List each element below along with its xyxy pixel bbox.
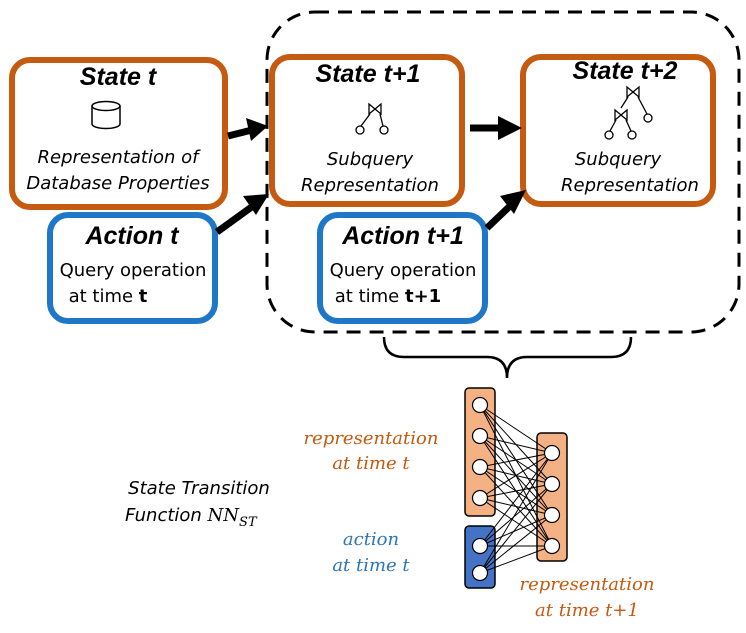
action-t1-line1: Query operation <box>330 260 477 281</box>
input-rep-node <box>471 489 489 507</box>
state-t-title: State t <box>80 63 158 91</box>
stf-label-line1: State Transition <box>128 478 270 499</box>
join-tree-icon <box>604 85 653 140</box>
input-action-node <box>471 564 489 582</box>
action-label-line2: at time t <box>332 555 410 576</box>
network-edge <box>479 452 553 468</box>
action-t-line1: Query operation <box>60 260 207 281</box>
curly-brace <box>382 336 633 379</box>
rep-out-label-line2: at time t+1 <box>535 600 639 621</box>
database-icon <box>91 100 121 130</box>
network-edge <box>479 514 553 574</box>
action-t1-line2: at time t+1 <box>335 286 441 307</box>
network-edge <box>479 514 553 547</box>
state-t1-box: State t+1 Subquery Representation <box>269 54 465 207</box>
output-node <box>543 506 561 524</box>
network-edge <box>479 452 553 547</box>
output-node <box>543 444 561 462</box>
state-t2-line1: Subquery <box>575 149 662 170</box>
network-edge <box>479 545 553 574</box>
state-t-line1: Representation of <box>38 147 202 168</box>
action-t-box: Action t Query operation at time t <box>47 212 218 324</box>
output-node <box>543 537 561 555</box>
network-edge <box>479 497 553 547</box>
network-edge <box>479 435 553 454</box>
network-connections <box>479 404 553 574</box>
neural-network <box>464 387 568 589</box>
rep-in-label-line1: representation <box>304 428 439 449</box>
input-rep-node <box>471 427 489 445</box>
arrow-action-t-to-state-t1 <box>214 194 269 235</box>
state-t-box: State t Representation of Database Prope… <box>9 57 228 210</box>
input-rep-node <box>471 396 489 414</box>
network-edge <box>479 497 553 516</box>
state-t2-line2: Representation <box>561 175 699 196</box>
action-t1-title: Action t+1 <box>341 222 464 250</box>
state-t2-title: State t+2 <box>573 57 678 85</box>
action-label-line1: action <box>343 529 399 550</box>
state-t1-title: State t+1 <box>316 60 421 88</box>
state-t2-box: State t+2 Subquery Representation <box>520 54 716 207</box>
network-edge <box>479 483 553 499</box>
join-tree-icon <box>355 102 389 135</box>
stf-label-line2: Function NNST <box>125 505 258 530</box>
network-edge <box>479 452 553 574</box>
input-rep-node <box>471 458 489 476</box>
network-edge <box>479 404 553 454</box>
state-t-line2: Database Properties <box>26 173 209 194</box>
output-node <box>543 475 561 493</box>
rep-out-label-line1: representation <box>520 574 655 595</box>
network-nodes <box>471 396 561 582</box>
state-t1-line1: Subquery <box>327 149 414 170</box>
state-t1-line2: Representation <box>301 175 439 196</box>
rep-in-label-line2: at time t <box>332 453 410 474</box>
arrow-state-t-to-t1 <box>227 118 268 141</box>
network-edge <box>479 483 553 574</box>
dashed-group-border <box>265 10 741 334</box>
input-action-node <box>471 537 489 555</box>
network-edge <box>479 483 553 547</box>
network-edge <box>479 452 553 499</box>
action-t-title: Action t <box>84 222 180 250</box>
action-t-line2: at time t <box>69 286 148 307</box>
arrow-action-t1-to-state-t2 <box>484 190 526 231</box>
arrow-state-t1-to-t2 <box>470 116 522 140</box>
action-t1-box: Action t+1 Query operation at time t+1 <box>317 212 488 324</box>
